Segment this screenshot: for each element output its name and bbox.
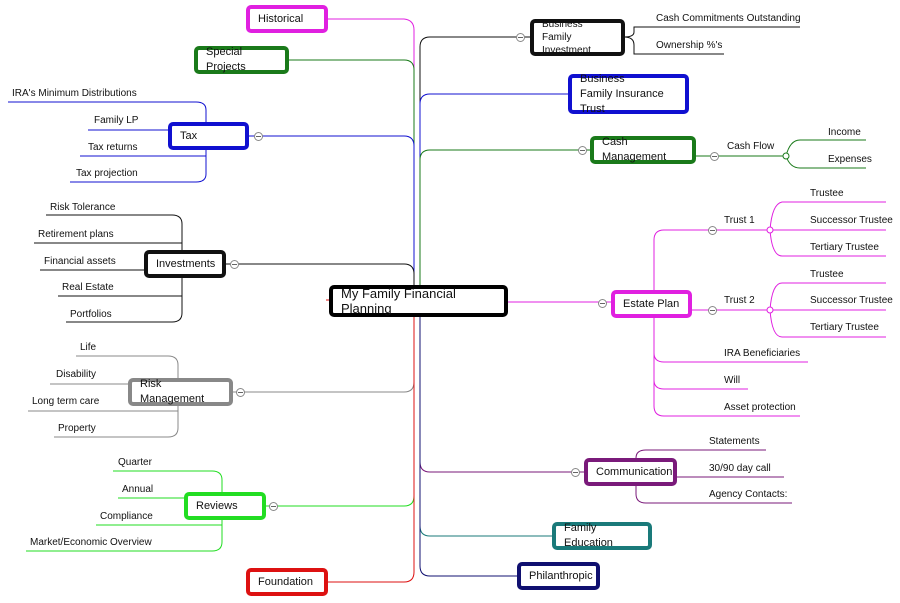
tax-leaf-ira-min[interactable]: IRA's Minimum Distributions	[12, 88, 137, 99]
business-investment-child-links	[623, 26, 800, 55]
estate-will[interactable]: Will	[724, 375, 741, 386]
tax-leaf-family-lp[interactable]: Family LP	[94, 115, 139, 126]
business-leaf-cash-commitments[interactable]: Cash Commitments Outstanding	[656, 13, 801, 24]
cash-leaf-income[interactable]: Income	[828, 127, 861, 138]
tax-leaf-tax-projection[interactable]: Tax projection	[76, 168, 138, 179]
link-investments	[226, 263, 415, 301]
central-topic[interactable]: My Family Financial Planning	[329, 285, 508, 317]
investments-collapse-toggle[interactable]	[230, 260, 239, 269]
link-foundation	[326, 299, 415, 583]
special-projects-node[interactable]: Special Projects	[194, 46, 289, 74]
trust1-successor-trustee[interactable]: Successor Trustee	[810, 215, 893, 226]
estate-child-links	[653, 201, 886, 417]
estate-asset-protection[interactable]: Asset protection	[724, 402, 796, 413]
philanthropic-node[interactable]: Philanthropic	[517, 562, 600, 590]
family-education-node[interactable]: Family Education	[552, 522, 652, 550]
investments-leaf-risk-tolerance[interactable]: Risk Tolerance	[50, 202, 116, 213]
tax-leaf-tax-returns[interactable]: Tax returns	[88, 142, 138, 153]
historical-node[interactable]: Historical	[246, 5, 328, 33]
estate-trust2[interactable]: Trust 2	[724, 295, 755, 306]
communication-leaf-statements[interactable]: Statements	[709, 436, 760, 447]
business-investment-line2: Family Investment	[542, 32, 591, 56]
reviews-leaf-market-overview[interactable]: Market/Economic Overview	[30, 537, 152, 548]
cash-leaf-expenses[interactable]: Expenses	[828, 154, 872, 165]
trust2-collapse-toggle[interactable]	[708, 306, 717, 315]
business-investment-collapse-toggle[interactable]	[516, 33, 525, 42]
link-communication	[419, 300, 584, 473]
link-special-projects	[289, 59, 415, 301]
link-business-investment	[419, 36, 530, 300]
risk-leaf-property[interactable]: Property	[58, 423, 96, 434]
link-cash-management	[419, 149, 590, 300]
reviews-leaf-quarter[interactable]: Quarter	[118, 457, 152, 468]
trust1-trustee[interactable]: Trustee	[810, 188, 844, 199]
investments-leaf-portfolios[interactable]: Portfolios	[70, 309, 112, 320]
investments-leaf-retirement-plans[interactable]: Retirement plans	[38, 229, 114, 240]
risk-leaf-long-term-care[interactable]: Long term care	[32, 396, 100, 407]
link-tax	[249, 135, 415, 301]
link-philanthropic	[419, 300, 517, 577]
cash-flow-collapse-toggle[interactable]	[710, 152, 719, 161]
reviews-leaf-annual[interactable]: Annual	[122, 484, 154, 495]
communication-node[interactable]: Communication	[584, 458, 677, 486]
link-reviews	[266, 299, 415, 507]
business-family-investment-node[interactable]: Business Family Investment	[530, 19, 625, 56]
trust2-successor-trustee[interactable]: Successor Trustee	[810, 295, 893, 306]
cash-flow-node[interactable]: Cash Flow	[727, 141, 775, 152]
risk-management-node[interactable]: Risk Management	[128, 378, 233, 406]
cash-management-collapse-toggle[interactable]	[578, 146, 587, 155]
business-investment-line1: Business	[542, 19, 583, 30]
risk-leaf-disability[interactable]: Disability	[56, 369, 97, 380]
communication-leaf-agency-contacts[interactable]: Agency Contacts:	[709, 489, 788, 500]
foundation-node[interactable]: Foundation	[246, 568, 328, 596]
communication-leaf-30-90-call[interactable]: 30/90 day call	[709, 463, 771, 474]
tax-collapse-toggle[interactable]	[254, 132, 263, 141]
tax-node[interactable]: Tax	[168, 122, 249, 150]
estate-collapse-toggle[interactable]	[598, 299, 607, 308]
business-insurance-line2: Family Insurance Trust	[580, 87, 664, 115]
cash-management-node[interactable]: Cash Management	[590, 136, 696, 164]
risk-leaf-life[interactable]: Life	[80, 342, 97, 353]
trust1-collapse-toggle[interactable]	[708, 226, 717, 235]
communication-collapse-toggle[interactable]	[571, 468, 580, 477]
link-business-insurance	[419, 93, 568, 300]
risk-collapse-toggle[interactable]	[236, 388, 245, 397]
trust1-tertiary-trustee[interactable]: Tertiary Trustee	[810, 242, 879, 253]
investments-node[interactable]: Investments	[144, 250, 226, 278]
link-family-education	[419, 300, 552, 537]
estate-ira-beneficiaries[interactable]: IRA Beneficiaries	[724, 348, 801, 359]
investments-leaf-real-estate[interactable]: Real Estate	[62, 282, 114, 293]
business-family-insurance-trust-node[interactable]: Business Family Insurance Trust	[568, 72, 689, 115]
reviews-node[interactable]: Reviews	[184, 492, 266, 520]
trust2-trustee[interactable]: Trustee	[810, 269, 844, 280]
trust2-tertiary-trustee[interactable]: Tertiary Trustee	[810, 322, 879, 333]
reviews-leaf-compliance[interactable]: Compliance	[100, 511, 153, 522]
reviews-collapse-toggle[interactable]	[269, 502, 278, 511]
estate-plan-node[interactable]: Estate Plan	[611, 290, 692, 318]
estate-trust1[interactable]: Trust 1	[724, 215, 755, 226]
business-insurance-line1: Business	[580, 72, 625, 85]
investments-leaf-financial-assets[interactable]: Financial assets	[44, 256, 116, 267]
business-leaf-ownership[interactable]: Ownership %'s	[656, 40, 723, 51]
link-historical	[326, 18, 415, 301]
